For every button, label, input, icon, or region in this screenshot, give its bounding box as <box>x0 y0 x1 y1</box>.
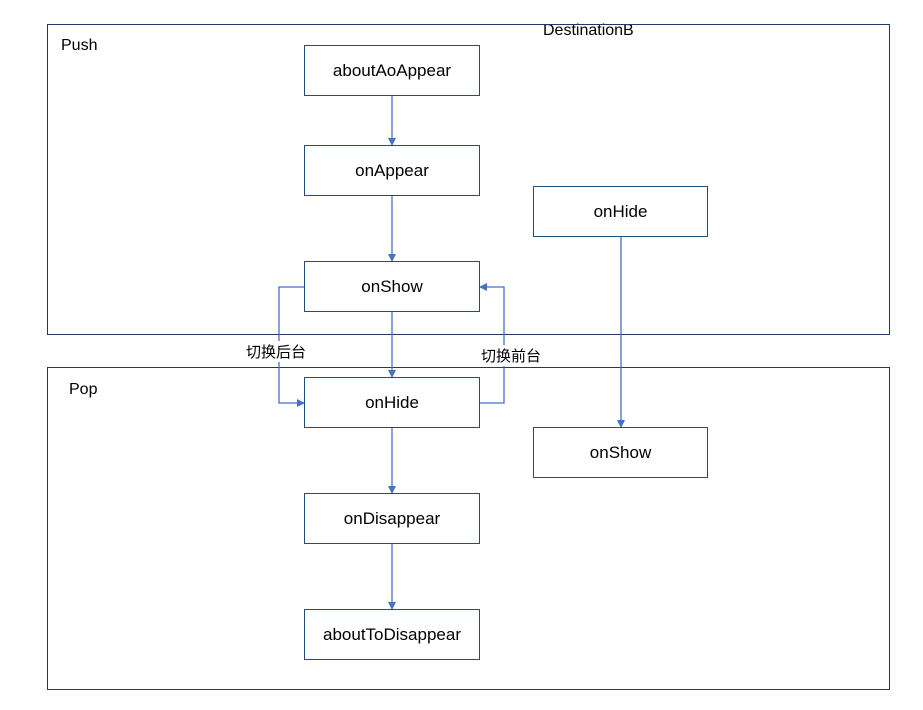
node-right-on-hide: onHide <box>533 186 708 237</box>
node-on-appear: onAppear <box>304 145 480 196</box>
edge-label-switch-to-foreground: 切换前台 <box>479 345 544 366</box>
node-about-to-disappear: aboutToDisappear <box>304 609 480 660</box>
node-on-show: onShow <box>304 261 480 312</box>
edge-label-switch-to-background: 切换后台 <box>244 341 309 362</box>
push-region-label: Push <box>61 37 98 54</box>
push-region: Push <box>47 24 890 335</box>
pop-region-label: Pop <box>69 381 98 398</box>
node-on-disappear: onDisappear <box>304 493 480 544</box>
node-about-to-appear: aboutAoAppear <box>304 45 480 96</box>
node-right-on-show: onShow <box>533 427 708 478</box>
pop-region: Pop <box>47 367 890 690</box>
node-on-hide: onHide <box>304 377 480 428</box>
diagram-title: DestinationB <box>543 22 634 39</box>
